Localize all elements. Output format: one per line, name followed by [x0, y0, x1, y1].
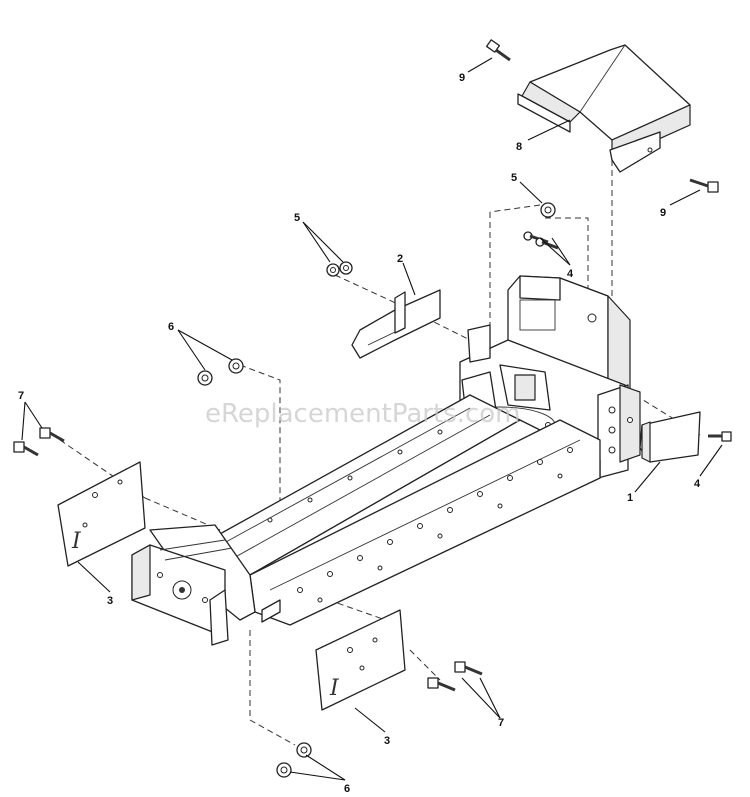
bolts-7-left	[13, 427, 65, 457]
part-8-cover	[517, 44, 691, 173]
callout-3-left: 3	[107, 595, 113, 607]
bolt-9-top	[485, 39, 511, 62]
part-2-bracket	[351, 289, 441, 359]
callout-6-bottom: 6	[344, 783, 350, 795]
callout-8: 8	[516, 141, 522, 153]
callout-5-center: 5	[511, 172, 517, 184]
main-frame	[131, 275, 641, 646]
part-3-panel-left: I	[57, 461, 146, 567]
part-1-plate	[639, 411, 701, 463]
part-3-panel-bottom: I	[315, 609, 406, 711]
bolt-9-right	[689, 178, 719, 193]
callout-9-right: 9	[660, 207, 666, 219]
svg-text:I: I	[329, 676, 340, 701]
callout-4-right: 4	[694, 478, 701, 490]
bolts-4-center	[523, 231, 559, 250]
callout-6-left: 6	[168, 321, 174, 333]
callout-7-left: 7	[18, 390, 24, 402]
svg-text:I: I	[71, 529, 82, 554]
hardware	[13, 39, 732, 778]
callout-3-bottom: 3	[384, 735, 390, 747]
nut-5-center	[540, 202, 556, 218]
nuts-6-left	[197, 358, 244, 386]
callout-4-center: 4	[567, 268, 574, 280]
nuts-6-bottom	[276, 742, 312, 778]
callout-9-top: 9	[459, 72, 465, 84]
callout-7-bottom: 7	[498, 717, 504, 729]
callout-5-left: 5	[294, 212, 300, 224]
callout-2: 2	[397, 253, 403, 265]
rail-holes	[267, 429, 573, 603]
bolt-4-right	[708, 431, 732, 442]
nuts-5-left	[326, 261, 353, 277]
leader-lines	[21, 57, 723, 781]
watermark-text: eReplacementParts.com	[205, 399, 521, 429]
bolts-7-bottom	[427, 661, 483, 692]
callout-labels: 9 8 9 5 4 5 2 6 7 4 1 3 3 7 6	[18, 72, 701, 795]
callout-1: 1	[627, 492, 633, 504]
